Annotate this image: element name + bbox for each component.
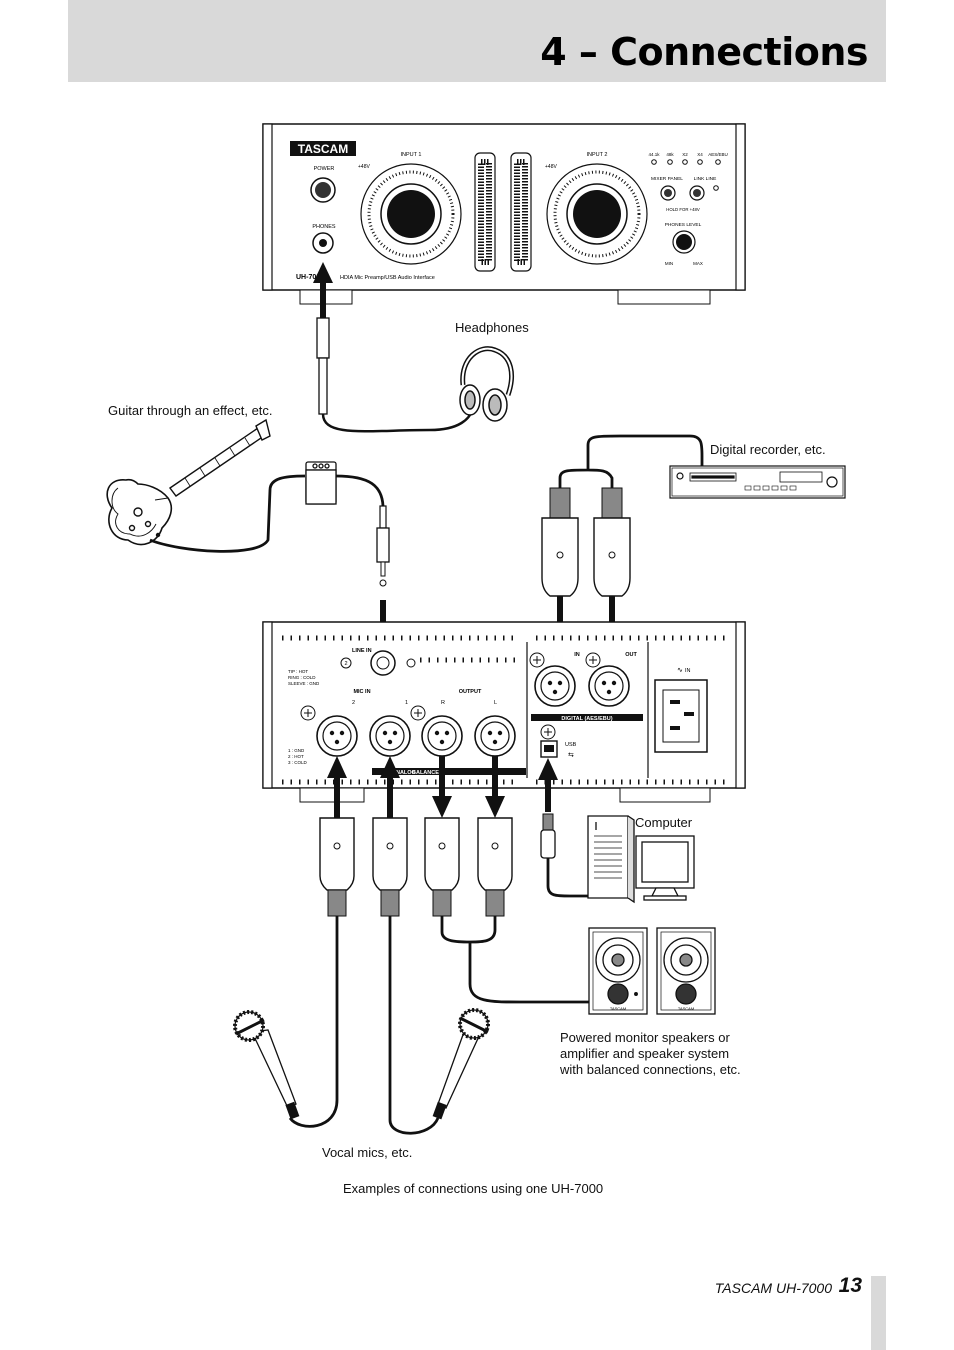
line-in-2-label: 2	[344, 661, 347, 667]
mic-in-2-label: 2	[352, 700, 355, 706]
rate-label: AES/EBU	[708, 152, 728, 157]
speaker-left	[588, 927, 648, 1015]
headphones-label: Headphones	[455, 320, 529, 335]
input2-label: INPUT 2	[587, 152, 608, 158]
pin-3: 3 : COLD	[288, 760, 308, 765]
max-label: MAX	[693, 261, 703, 266]
mic-plug-2	[319, 817, 355, 917]
input1-label: INPUT 1	[401, 152, 422, 158]
front-panel: TASCAM POWER PHONES UH-7000 HDIA Mic Pre…	[262, 123, 746, 305]
guitar-label: Guitar through an effect, etc.	[108, 403, 273, 418]
mic-cable-2	[288, 916, 339, 1128]
footer-bar	[871, 1276, 886, 1350]
page-title: 4 – Connections	[540, 30, 868, 74]
balanced-label: BALANCED	[412, 770, 443, 776]
computer-label: Computer	[635, 815, 693, 830]
pedal-cable	[335, 474, 385, 510]
trs-ring: RING : COLD	[288, 675, 316, 680]
input1-phantom: +48V	[358, 164, 370, 170]
mic-in-label: MIC IN	[353, 689, 370, 695]
output-plug-r	[424, 817, 460, 917]
pin-2: 2 : HOT	[288, 754, 304, 759]
output-l-label: L	[494, 700, 497, 706]
header-band	[68, 0, 886, 82]
mixer-panel-label: MIXER PANEL	[651, 176, 683, 182]
headphone-cable	[313, 262, 474, 433]
line-in-label: LINE IN	[352, 648, 372, 654]
footer-page-number: 13	[838, 1274, 862, 1297]
mic-plug-1	[372, 817, 408, 917]
front-model: UH-7000	[296, 274, 324, 281]
front-brand: TASCAM	[298, 142, 348, 156]
speakers-label-line3: with balanced connections, etc.	[560, 1062, 741, 1077]
mic-in-2-jack[interactable]	[316, 715, 358, 757]
vocal-mic-right	[432, 1008, 490, 1120]
speaker-right-brand: TASCAM	[678, 1006, 694, 1011]
guitar-illustration	[106, 418, 271, 546]
output-l-jack[interactable]	[474, 715, 516, 757]
hold-label: HOLD FOR +48V	[666, 207, 700, 212]
pin-1: 1 : GND	[288, 748, 305, 753]
headphones-illustration	[459, 346, 514, 422]
digital-recorder-label: Digital recorder, etc.	[710, 442, 826, 457]
speaker-right	[656, 927, 716, 1015]
digital-in-jack[interactable]	[534, 665, 576, 707]
digital-out-label: OUT	[625, 652, 637, 658]
ac-wave-icon: ∿	[677, 667, 683, 674]
digital-in-label: IN	[574, 652, 580, 658]
effect-pedal	[305, 461, 337, 505]
vocal-mic-left	[233, 1010, 300, 1120]
rate-label: X4	[697, 152, 703, 157]
usb-icon: ⇆	[568, 752, 574, 759]
digital-cable	[558, 434, 704, 488]
analog-label: ANALOG	[392, 770, 416, 776]
footer-brand: TASCAM UH-7000	[714, 1280, 832, 1296]
phones-label: PHONES	[312, 224, 336, 230]
usb-cable	[538, 758, 588, 898]
power-label: POWER	[314, 166, 335, 172]
digital-recorder	[669, 465, 846, 499]
output-label: OUTPUT	[459, 689, 482, 695]
speaker-cable	[440, 916, 600, 1004]
mic-in-1-jack[interactable]	[369, 715, 411, 757]
front-description: HDIA Mic Preamp/USB Audio Interface	[340, 275, 435, 281]
mic-cable-1	[388, 916, 440, 1135]
speaker-left-brand: TASCAM	[610, 1006, 626, 1011]
output-r-label: R	[441, 700, 445, 706]
trs-tip: TIP : HOT	[288, 669, 308, 674]
digital-plug	[541, 487, 579, 650]
rear-panel: LINE IN 2 TIP : HOT RING : COLD SLEEVE :…	[262, 621, 746, 803]
figure-caption: Examples of connections using one UH-700…	[343, 1181, 604, 1196]
phones-level-label: PHONES LEVEL	[665, 222, 702, 228]
digital-label: DIGITAL (AES/EBU)	[561, 716, 612, 722]
rate-label: X2	[682, 152, 688, 157]
usb-label: USB	[565, 742, 577, 748]
link-line-label: LINK LINE	[694, 176, 717, 182]
input2-phantom: +48V	[545, 164, 557, 170]
output-plug-l	[477, 817, 513, 917]
guitar-cable	[149, 474, 306, 553]
speakers-label-line2: amplifier and speaker system	[560, 1046, 730, 1061]
mic-in-1-label: 1	[405, 700, 408, 706]
computer-illustration	[587, 815, 695, 904]
analog-arrows	[327, 756, 505, 818]
trs-sleeve: SLEEVE : GND	[288, 681, 320, 686]
min-label: MIN	[665, 261, 673, 266]
rate-label: 48k	[666, 152, 674, 157]
rate-label: 44.1k	[648, 152, 660, 157]
ac-in-label: IN	[685, 668, 691, 674]
speakers-label-line1: Powered monitor speakers or	[560, 1030, 730, 1045]
output-r-jack[interactable]	[421, 715, 463, 757]
vocal-mics-label: Vocal mics, etc.	[322, 1145, 413, 1160]
digital-out-jack[interactable]	[588, 665, 630, 707]
